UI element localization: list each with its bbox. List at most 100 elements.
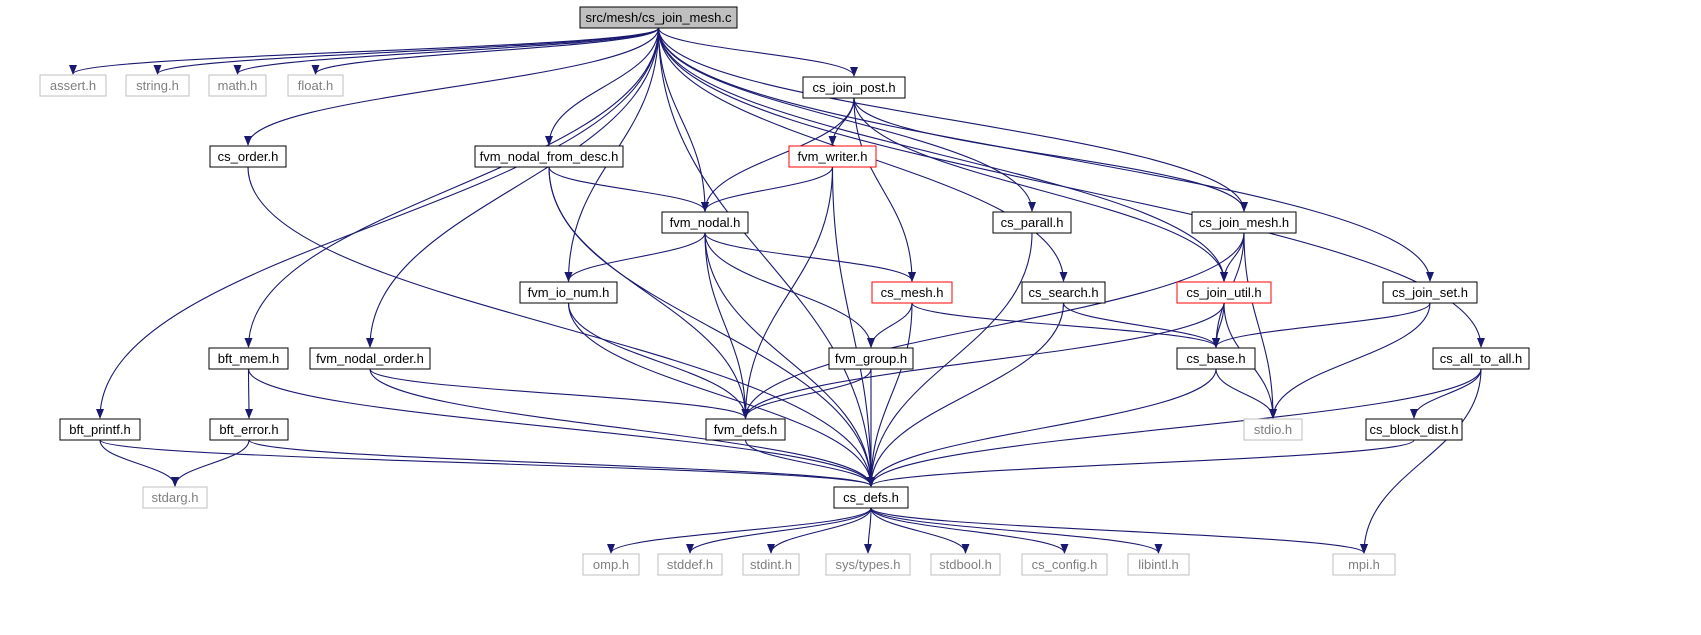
node-box [142,486,208,509]
edge-search-to-csdefs [867,302,1065,487]
node-join_util[interactable]: cs_join_util.h [1176,281,1272,304]
edge-root-to-join_util [657,27,1228,282]
node-csdefs[interactable]: cs_defs.h [833,486,909,509]
node-mesh[interactable]: cs_mesh.h [871,281,953,304]
node-search[interactable]: cs_search.h [1021,281,1106,304]
node-fionum[interactable]: fvm_io_num.h [519,281,618,304]
node-stdarg: stdarg.h [142,486,208,509]
node-label: src/mesh/cs_join_mesh.c [586,10,732,25]
node-order[interactable]: cs_order.h [209,145,287,168]
node-box [209,145,287,168]
node-fnodal[interactable]: fvm_nodal.h [661,211,749,234]
edge-search-to-base [1062,302,1220,348]
node-stdbool: stdbool.h [930,553,1001,576]
edge-join_post-to-join_util [853,97,1228,282]
node-box [1176,281,1272,304]
node-box [1332,553,1396,576]
edge-base-to-csdefs [867,368,1217,487]
node-label: cs_base.h [1186,351,1245,366]
node-label: cs_all_to_all.h [1440,351,1522,366]
node-box [209,418,289,441]
node-fdefs[interactable]: fvm_defs.h [705,418,786,441]
edge-root-to-csdefs [657,27,875,487]
node-box [287,74,344,97]
node-bft_error[interactable]: bft_error.h [209,418,289,441]
node-box [657,553,723,576]
edge-join_util-to-base [1212,302,1225,348]
edge-root-to-join_post [657,27,858,77]
edge-csdefs-to-systypes [864,507,873,554]
edge-root-to-join_set [657,27,1434,282]
node-bft_printf[interactable]: bft_printf.h [59,418,141,441]
node-label: fvm_io_num.h [528,285,610,300]
edge-root-to-join_mesh [657,27,1248,212]
node-box [1365,418,1463,441]
edge-fionum-to-csdefs [567,302,875,487]
edge-alltoall-to-blockdist [1410,368,1482,419]
edge-fgroup-to-fdefs [741,368,872,419]
node-box [309,347,431,370]
edge-join_set-to-stdio [1269,302,1431,419]
node-label: cs_join_util.h [1186,285,1261,300]
node-label: omp.h [593,557,629,572]
node-base[interactable]: cs_base.h [1176,347,1256,370]
node-float: float.h [287,74,344,97]
edge-fnfd-to-csdefs [548,166,875,487]
edge-join_post-to-mesh [853,97,916,282]
edge-root-to-string [153,27,660,75]
edge-csdefs-to-mpi [870,507,1368,554]
node-box [519,281,618,304]
node-label: mpi.h [1348,557,1380,572]
node-box [125,74,190,97]
node-parall[interactable]: cs_parall.h [992,211,1072,234]
node-label: cs_order.h [218,149,279,164]
node-stdint: stdint.h [742,553,800,576]
node-blockdist[interactable]: cs_block_dist.h [1365,418,1463,441]
edge-bft_printf-to-csdefs [99,439,875,487]
node-label: cs_join_mesh.h [1199,215,1289,230]
edge-fnodal-to-fgroup [704,232,875,348]
node-box [1021,281,1106,304]
edge-fionum-to-fdefs [567,302,750,419]
node-fgroup[interactable]: fvm_group.h [828,347,914,370]
node-box [825,553,911,576]
node-stdio: stdio.h [1243,418,1303,441]
node-box [828,347,914,370]
edge-join_util-to-fdefs [741,302,1225,419]
node-box [802,76,906,99]
edge-bft_printf-to-stdarg [99,439,179,487]
node-stddef: stddef.h [657,553,723,576]
node-fwriter[interactable]: fvm_writer.h [788,145,877,168]
node-join_mesh[interactable]: cs_join_mesh.h [1191,211,1297,234]
edge-root-to-math [233,27,660,75]
edge-csdefs-to-stddef [686,507,872,554]
node-bft_mem[interactable]: bft_mem.h [208,347,289,370]
node-fnfd[interactable]: fvm_nodal_from_desc.h [474,145,624,168]
edge-fdefs-to-csdefs [744,439,875,487]
edge-csdefs-to-stdint [767,507,872,554]
node-label: cs_join_set.h [1392,285,1468,300]
edge-root-to-bft_mem [244,27,660,348]
edge-root-to-float [311,27,660,75]
node-join_post[interactable]: cs_join_post.h [802,76,906,99]
edge-order-to-csdefs [247,166,875,487]
node-label: fvm_nodal_from_desc.h [480,149,619,164]
node-fno[interactable]: fvm_nodal_order.h [309,347,431,370]
node-label: cs_config.h [1032,557,1098,572]
node-join_set[interactable]: cs_join_set.h [1382,281,1478,304]
edge-mesh-to-csdefs [867,302,913,487]
node-box [474,145,624,168]
edge-root-to-fnfd [545,27,660,146]
edge-csdefs-to-stdbool [870,507,970,554]
node-box [1382,281,1478,304]
node-box [579,6,738,29]
node-label: bft_printf.h [69,422,130,437]
node-box [59,418,141,441]
node-box [992,211,1072,234]
edges-layer [69,27,1485,554]
node-alltoall[interactable]: cs_all_to_all.h [1432,347,1530,370]
edge-fwriter-to-fnodal [701,166,834,212]
edge-root-to-bft_printf [96,27,660,419]
